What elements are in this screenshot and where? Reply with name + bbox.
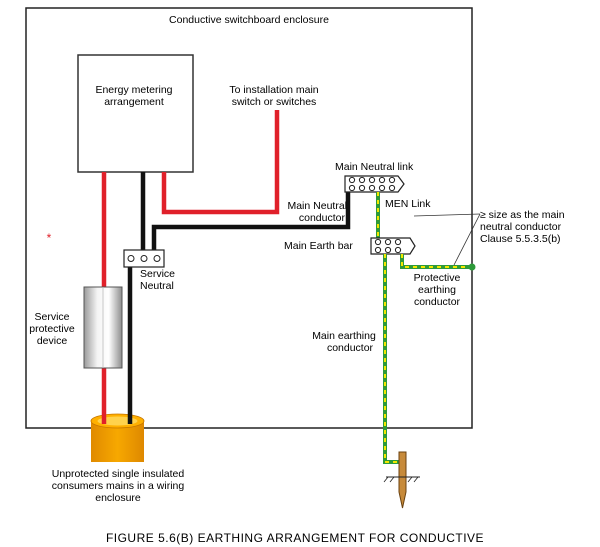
- size-note-leader: [453, 213, 481, 266]
- enclosure-earth-connection: [468, 263, 476, 271]
- main-switch-label-line2: switch or switches: [232, 96, 317, 108]
- neutral-link-screw: [348, 184, 356, 192]
- neutral-link-screw: [358, 176, 366, 184]
- ground-hatch: [413, 476, 419, 483]
- protective-earthing-conductor: [400, 254, 472, 269]
- earth-bar-screw: [384, 246, 392, 254]
- neutral-link-screw: [378, 176, 386, 184]
- conduit-inner: [97, 416, 138, 426]
- service-device-label-line2: protective: [29, 323, 75, 335]
- service-neutral-label-line2: Neutral: [140, 280, 174, 292]
- service-neutral-screw: [127, 255, 135, 262]
- consumers-mains-label-line3: enclosure: [95, 492, 141, 504]
- size-note-line2: neutral conductor: [480, 221, 562, 233]
- earth-bar-screw: [394, 238, 402, 246]
- neutral-link-screw: [388, 184, 396, 192]
- service-device-label-line1: Service: [34, 311, 69, 323]
- earth-bar-screw: [374, 246, 382, 254]
- size-note-line1: ≥ size as the main: [480, 209, 565, 221]
- enclosure-label: Conductive switchboard enclosure: [169, 14, 329, 26]
- figure-caption: FIGURE 5.6(B) EARTHING ARRANGEMENT FOR C…: [106, 531, 484, 545]
- earth-bar-label: Main Earth bar: [284, 240, 353, 252]
- service-neutral-screw: [140, 255, 148, 262]
- earth-bar-screw: [394, 246, 402, 254]
- main-neutral-conductor-wire: [151, 192, 351, 250]
- main-earthing-stripe: [384, 254, 402, 463]
- neutral-link-screw: [348, 176, 356, 184]
- consumers-mains-label-line2: consumers mains in a wiring: [52, 480, 185, 492]
- neutral-link-screw: [358, 184, 366, 192]
- asterisk-mark: *: [47, 231, 52, 245]
- neutral-link-label: Main Neutral link: [335, 161, 414, 173]
- earth-electrode: [398, 451, 407, 509]
- meter-label-line1: Energy metering: [95, 84, 172, 96]
- neutral-link-screw: [368, 176, 376, 184]
- neutral-link-screw: [388, 176, 396, 184]
- switchboard-enclosure: [25, 7, 473, 429]
- size-note-line3: Clause 5.5.3.5(b): [480, 233, 561, 245]
- service-neutral-label-line1: Service: [140, 268, 175, 280]
- neutral-link-screw: [368, 184, 376, 192]
- men-link-label: MEN Link: [385, 198, 431, 210]
- main-neutral-conductor-label-line1: Main Neutral: [287, 200, 347, 212]
- ground-hatch: [389, 476, 395, 483]
- main-neutral-conductor-label-line2: conductor: [299, 212, 346, 224]
- energy-meter-box: [77, 54, 194, 173]
- ground-hatch: [383, 476, 389, 483]
- main-switch-label-line1: To installation main: [229, 84, 318, 96]
- protective-earthing-label-line1: Protective: [414, 272, 461, 284]
- main-earthing-label-line2: conductor: [327, 342, 374, 354]
- active-wire-to-main-switch: [161, 110, 280, 215]
- protective-earthing-stripe: [401, 254, 472, 268]
- size-note-leader: [413, 213, 481, 217]
- service-device-label-line3: device: [37, 335, 68, 347]
- earth-bar-screw: [374, 238, 382, 246]
- service-neutral-screw: [153, 255, 161, 262]
- protective-earthing-label-line3: conductor: [414, 296, 461, 308]
- consumers-mains-label-line1: Unprotected single insulated: [52, 468, 185, 480]
- meter-label-line2: arrangement: [104, 96, 164, 108]
- main-earthing-label-line1: Main earthing: [312, 330, 376, 342]
- main-earthing-conductor: [383, 254, 402, 464]
- main-earth-bar: [370, 237, 416, 255]
- neutral-link-screw: [378, 184, 386, 192]
- ground-hatch: [407, 476, 413, 483]
- protective-earthing-label-line2: earthing: [418, 284, 456, 296]
- earth-bar-screw: [384, 238, 392, 246]
